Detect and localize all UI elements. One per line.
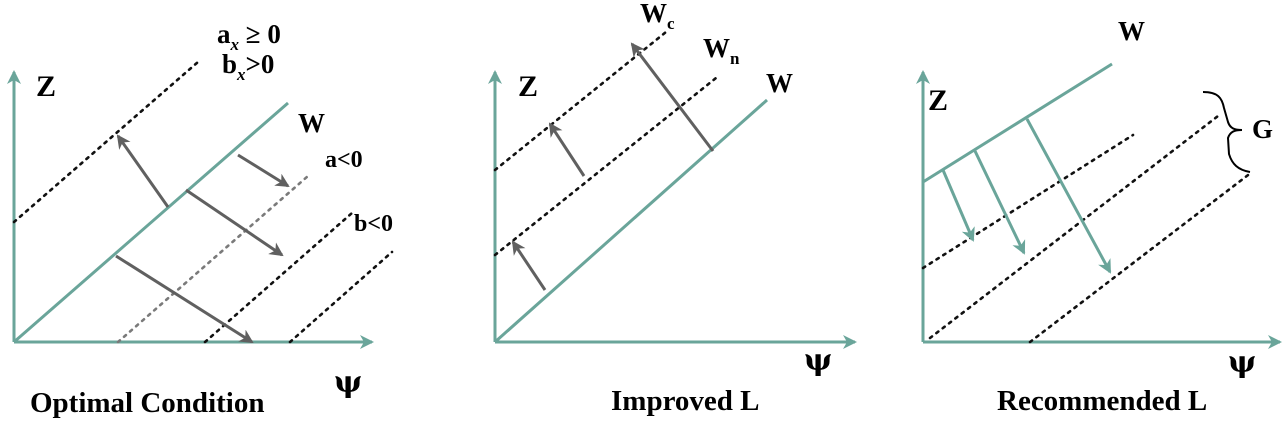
dotted-line-outer <box>288 250 394 344</box>
brace-g <box>1202 91 1251 173</box>
panel-caption: Recommended L <box>997 385 1207 417</box>
panel-optimal-condition: Z ψ W ax ≥ 0 bx>0 a<0 b<0 Optimal Condit… <box>6 19 394 419</box>
arrow-short-middle <box>548 122 586 177</box>
dotted-line-upper <box>921 133 1135 270</box>
dotted-line-a-neg <box>116 174 310 344</box>
wn-label: Wn <box>703 33 740 68</box>
z-axis-label: Z <box>518 70 538 103</box>
wc-label: Wc <box>640 0 675 33</box>
dotted-line-lower <box>1028 170 1254 344</box>
w-label: W <box>766 68 793 98</box>
dotted-line-middle <box>928 114 1220 340</box>
arrow-long <box>1025 118 1112 274</box>
line-w <box>922 62 1113 184</box>
b-neg-label: b<0 <box>354 211 393 237</box>
ax-label: ax ≥ 0 <box>217 19 281 54</box>
arrow-short <box>941 169 975 242</box>
arrow-to-axis <box>115 254 254 344</box>
arrow-up-left <box>116 134 170 208</box>
arrow-short-lower <box>511 240 547 291</box>
dotted-line-b-neg <box>203 211 354 344</box>
psi-axis-label: ψ <box>334 365 362 400</box>
bx-label: bx>0 <box>222 49 274 84</box>
dotted-line-ax-bx <box>12 60 200 224</box>
z-axis-label: Z <box>928 84 948 117</box>
panel-recommended-l: Z ψ W G Recommended L <box>916 16 1282 417</box>
psi-axis-label: ψ <box>1228 345 1256 380</box>
arrow-long <box>630 42 715 152</box>
psi-axis-label: ψ <box>804 343 832 378</box>
w-label: W <box>1118 16 1145 46</box>
w-label: W <box>298 108 325 138</box>
arrow-medium <box>973 150 1026 255</box>
line-w <box>494 98 768 344</box>
a-neg-label: a<0 <box>325 147 363 173</box>
panel-improved-l: Z ψ W Wc Wn Improved L <box>488 0 857 417</box>
z-axis-label: Z <box>36 70 56 103</box>
dotted-line-wn <box>493 76 718 257</box>
panel-caption: Improved L <box>611 385 760 417</box>
arrow-to-b-neg <box>185 188 284 257</box>
line-w <box>13 101 289 344</box>
brace-g-label: G <box>1252 114 1273 144</box>
panel-caption: Optimal Condition <box>30 387 264 419</box>
arrow-to-a-neg-short <box>237 153 290 188</box>
